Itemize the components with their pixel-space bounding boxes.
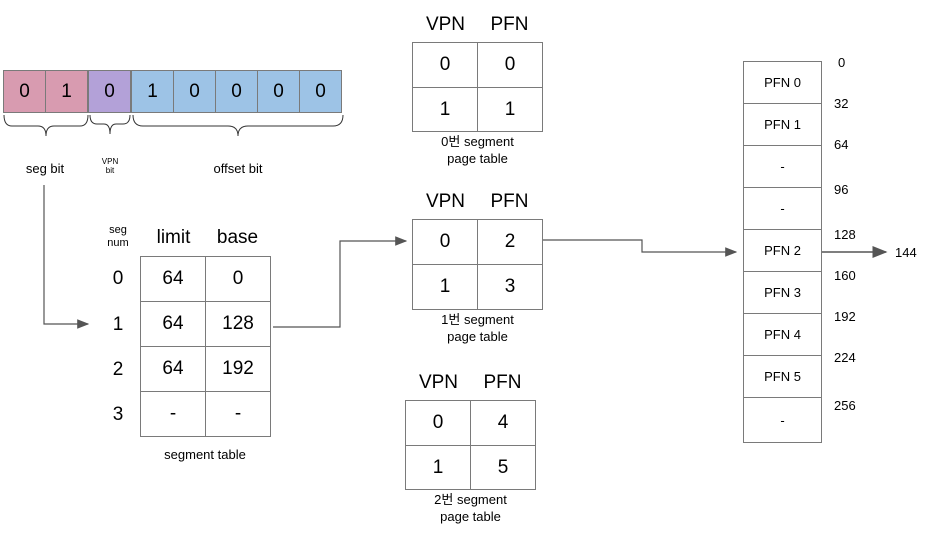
pt2-pfn-0: 4 [470,400,536,446]
address-bit-7: 0 [299,70,342,113]
memory-frame-0: PFN 0 [743,61,822,104]
base-header: base [216,227,259,248]
memory-frame-6: PFN 4 [743,313,822,356]
memory-frame-3: - [743,187,822,230]
segment-base-3: - [205,391,271,437]
seg-num-0: 0 [112,268,124,289]
memory-address-3: 96 [834,182,849,197]
memory-address-0: 0 [838,55,846,70]
segment-limit-1: 64 [140,301,206,347]
pt2-vpn-header: VPN [418,372,459,393]
memory-address-7: 224 [834,350,856,365]
pt2-pfn-header: PFN [483,372,522,393]
address-bit-4: 0 [173,70,216,113]
pt0-pfn-header: PFN [490,14,529,35]
seg-num-1: 1 [112,314,124,335]
address-bit-0: 0 [3,70,46,113]
offset-bit-brace [132,114,344,137]
pt0-vpn-1: 1 [412,87,478,132]
pt1-vpn-0: 0 [412,219,478,265]
pt2-pfn-1: 5 [470,445,536,490]
address-bit-5: 0 [215,70,258,113]
address-bit-1: 1 [45,70,88,113]
memory-address-8: 256 [834,398,856,413]
vpn-bit-brace [89,114,131,135]
pt1-pfn-0: 2 [477,219,543,265]
segment-base-0: 0 [205,256,271,302]
pt1-pfn-1: 3 [477,264,543,310]
pt1-vpn-header: VPN [425,191,466,212]
seg-bit-brace [3,114,89,137]
segment-base-1: 128 [205,301,271,347]
memory-address-6: 192 [834,309,856,324]
pt2-vpn-0: 0 [405,400,471,446]
pt0-pfn-0: 0 [477,42,543,88]
seg-num-3: 3 [112,404,124,425]
address-bit-3: 1 [131,70,174,113]
limit-header: limit [156,227,191,248]
memory-frame-8: - [743,397,822,443]
memory-address-1: 32 [834,96,849,111]
seg-num-2: 2 [112,359,124,380]
offset-bit-label: offset bit [213,161,263,176]
pt0-pfn-1: 1 [477,87,543,132]
memory-address-4: 128 [834,227,856,242]
seg-to-segment-table-arrow [43,185,90,329]
pt0-vpn-header: VPN [425,14,466,35]
segment-table-caption: segment table [164,447,246,462]
pagetable-to-memory-arrow [543,239,738,257]
memory-frame-1: PFN 1 [743,103,822,146]
address-bit-6: 0 [257,70,300,113]
segment-limit-2: 64 [140,346,206,392]
pt1-vpn-1: 1 [412,264,478,310]
segment-base-2: 192 [205,346,271,392]
pt2-vpn-1: 1 [405,445,471,490]
memory-frame-7: PFN 5 [743,355,822,398]
segment-to-pagetable-arrow [273,236,408,328]
segment-limit-0: 64 [140,256,206,302]
pt1-pfn-header: PFN [490,191,529,212]
memory-frame-5: PFN 3 [743,271,822,314]
seg-bit-label: seg bit [25,161,65,176]
memory-address-5: 160 [834,268,856,283]
memory-frame-2: - [743,145,822,188]
physical-address-result: 144 [895,245,917,260]
segment-limit-3: - [140,391,206,437]
address-bit-2: 0 [88,70,131,113]
pt0-vpn-0: 0 [412,42,478,88]
memory-address-2: 64 [834,137,849,152]
memory-frame-4: PFN 2 [743,229,822,272]
